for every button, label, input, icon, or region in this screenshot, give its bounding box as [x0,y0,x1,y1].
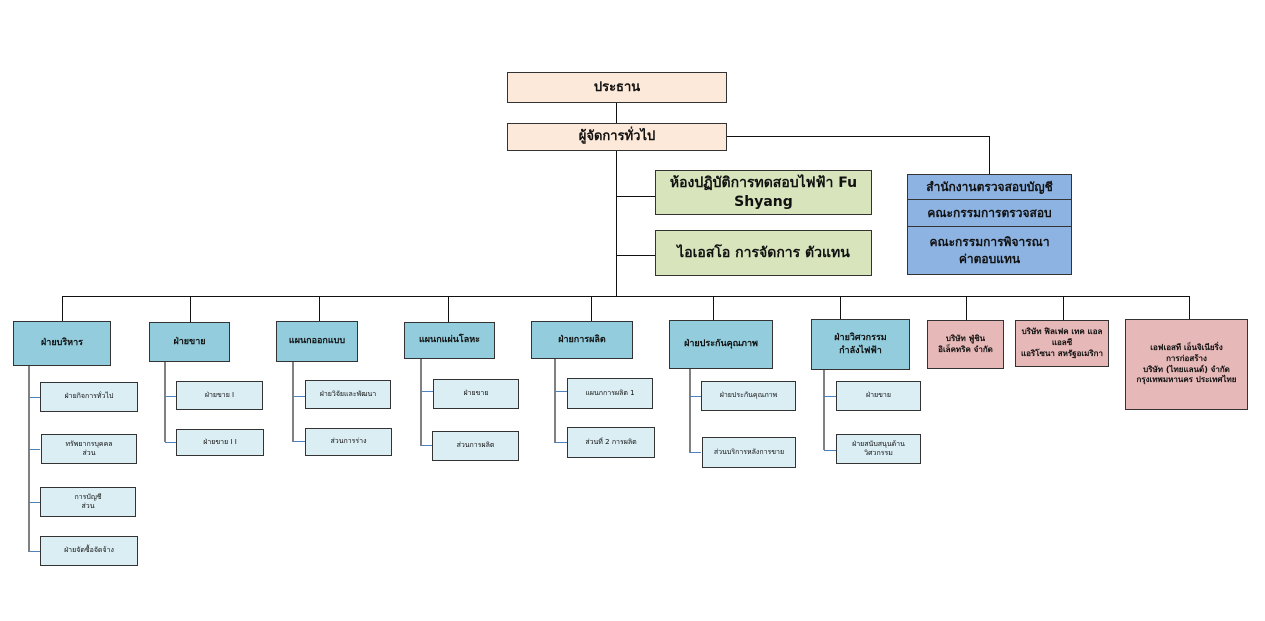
dept-administration: ฝ่ายบริหาร [13,321,111,366]
connector [591,296,592,321]
general-manager-box: ผู้จัดการทั่วไป [507,123,727,151]
subsidiary-fuchin: บริษัท ฟู่ชิน อิเล็คทริค จำกัด [927,320,1004,369]
connector [616,255,655,256]
dept-design: แผนกออกแบบ [276,321,358,362]
connector [989,136,990,174]
connector [1063,296,1064,320]
connector [448,296,449,322]
connector [62,296,1190,297]
connector [190,296,191,322]
connector [966,296,967,320]
connector [690,452,701,453]
audit-committee-box: คณะกรรมการตรวจสอบ [907,199,1072,227]
connector [420,359,422,446]
iso-box: ไอเอสโอ การจัดการ ตัวแทน [655,230,872,276]
connector [616,103,617,123]
sub-unit: ฝ่ายจัดซื้อจัดจ้าง [40,536,138,566]
connector [1189,296,1190,319]
sub-unit: ฝ่ายวิจัยและพัฒนา [305,380,391,409]
connector [29,397,40,398]
connector [421,391,433,392]
sub-unit: การบัญชี ส่วน [40,487,136,517]
connector [616,151,617,296]
sub-unit: ฝ่ายขาย [836,381,921,411]
dept-production: ฝ่ายการผลิต [531,321,633,359]
sub-unit: ฝ่ายสนับสนุนด้าน วิศวกรรม [836,434,921,464]
sub-unit: ส่วนการร่าง [305,428,392,456]
connector [292,362,294,442]
sub-unit: ส่วนที่ 2 การผลิต [567,427,655,458]
sub-unit: ฝ่ายกิจการทั่วไป [40,382,138,412]
connector [29,502,40,503]
connector [727,136,990,137]
connector [293,441,305,442]
sub-unit: แผนกการผลิต 1 [567,378,653,409]
dept-power-engineering: ฝ่ายวิศวกรรม กำลังไฟฟ้า [811,319,910,370]
connector [28,366,30,552]
sub-unit: ฝ่ายขาย I [176,381,263,410]
sub-unit: ฝ่ายประกันคุณภาพ [701,381,796,411]
dept-quality-assurance: ฝ่ายประกันคุณภาพ [669,320,773,369]
subsidiary-thailand: เอฟเอสที เอ็นจิเนียริ่ง การก่อสร้าง บริษ… [1125,319,1248,410]
connector [840,296,841,319]
sub-unit: ส่วนบริการหลังการขาย [702,437,796,468]
connector [824,396,836,397]
connector [713,296,714,320]
connector [29,449,40,450]
connector [690,396,701,397]
connector [164,362,166,442]
connector [293,396,305,397]
connector [319,296,320,321]
connector [823,370,825,450]
connector [62,296,63,321]
connector [555,442,567,443]
connector [554,359,556,443]
sub-unit: ส่วนการผลิต [432,431,519,461]
lab-box: ห้องปฏิบัติการทดสอบไฟฟ้า Fu Shyang [655,170,872,215]
connector [555,391,567,392]
connector [421,445,433,446]
president-box: ประธาน [507,72,727,103]
dept-sales: ฝ่ายขาย [149,322,230,362]
dept-sheet-metal: แผนกแผ่นโลหะ [404,322,495,359]
connector [165,396,176,397]
connector [824,450,836,451]
sub-unit: ฝ่ายขาย I I [176,429,264,456]
remuneration-committee-box: คณะกรรมการพิจารณา ค่าตอบแทน [907,226,1072,275]
sub-unit: ฝ่ายขาย [433,379,519,409]
connector [689,369,691,453]
audit-office-box: สำนักงานตรวจสอบบัญชี [907,174,1072,200]
connector [165,442,176,443]
sub-unit: ทรัพยากรบุคคล ส่วน [41,434,137,464]
connector [616,196,655,197]
subsidiary-arizona: บริษัท ฟิลเฟค เทค แอล แอลซี แอริโซนา สหร… [1015,320,1109,367]
connector [29,551,40,552]
